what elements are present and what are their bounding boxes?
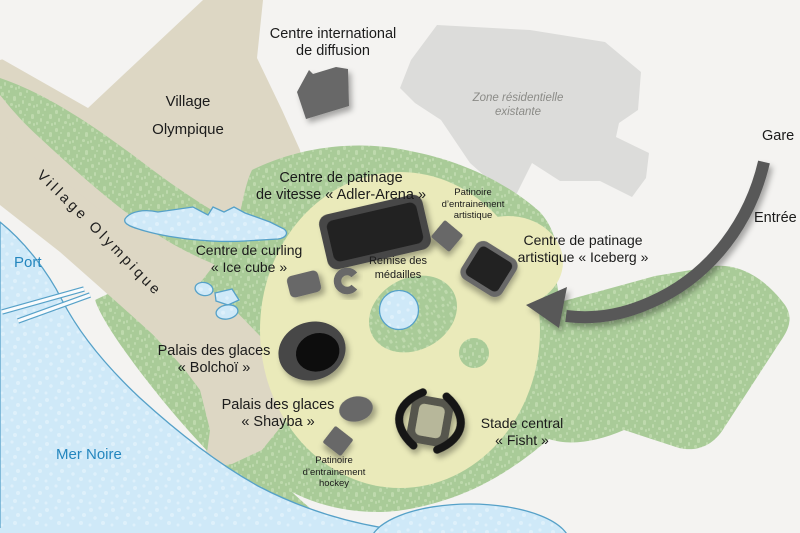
label-fisht: Stade central « Fisht »: [480, 415, 564, 448]
sea-bottom-strip: [0, 528, 392, 533]
road-shape: [0, 133, 287, 468]
northwest-open-area: [0, 0, 203, 108]
lake-long-shape: [124, 206, 288, 243]
label-remise-medailles: Remise des médailles: [368, 255, 428, 281]
residential-zone-shape: [400, 25, 649, 201]
venue-training-rink-artistic: [431, 220, 463, 252]
venue-training-rink-hockey: [323, 426, 353, 456]
venue-diffusion-center: [297, 67, 349, 119]
label-village-olympique-area: Village Olympique: [152, 93, 224, 138]
label-gare: Gare: [762, 128, 795, 144]
venue-bolchoi: [278, 321, 346, 381]
label-zone-residentielle: Zone résidentielle existante: [472, 92, 564, 118]
entrance-arrow: [526, 160, 770, 328]
venue-iceberg: [460, 241, 518, 297]
port-piers: [1, 286, 91, 324]
label-bolchoi: Palais des glaces « Bolchoï »: [157, 343, 271, 376]
label-mer-noire: Mer Noire: [56, 446, 122, 463]
venue-shayba: [339, 396, 373, 422]
small-lakes: [194, 281, 240, 320]
label-curling: Centre de curling « Ice cube »: [195, 242, 303, 275]
venue-curling: [286, 270, 322, 298]
label-entree: Entrée: [754, 210, 797, 226]
label-iceberg: Centre de patinage artistique « Iceberg …: [517, 232, 649, 265]
south-pond-shape: [373, 503, 567, 533]
label-patinoire-artistique: Patinoire d’entrainement artistique: [441, 187, 505, 221]
label-adler-arena: Centre de patinage de vitesse « Adler-Ar…: [255, 170, 427, 203]
venue-fisht: [395, 388, 465, 454]
label-diffusion-center: Centre international de diffusion: [269, 26, 397, 59]
venue-medals-plaza: [333, 267, 358, 295]
park-small-green: [459, 338, 489, 368]
sea-shape: [0, 221, 391, 530]
label-patinoire-hockey: Patinoire d’entrainement hockey: [302, 455, 366, 489]
label-shayba: Palais des glaces « Shayba »: [221, 397, 335, 430]
park-pond: [378, 289, 420, 331]
label-port: Port: [14, 254, 42, 271]
venue-adler-arena: [319, 194, 431, 270]
